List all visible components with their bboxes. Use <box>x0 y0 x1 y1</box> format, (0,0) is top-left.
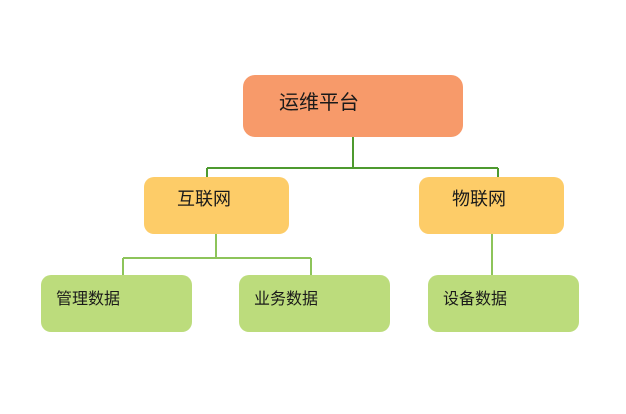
node-iot-label: 物联网 <box>452 189 506 210</box>
node-internet[interactable]: 互联网 <box>144 177 289 234</box>
node-device-data[interactable]: 设备数据 <box>428 275 579 332</box>
node-root[interactable]: 运维平台 <box>243 75 463 137</box>
edge-root-to-children <box>206 137 499 178</box>
node-manage-data[interactable]: 管理数据 <box>41 275 192 332</box>
node-internet-label: 互联网 <box>177 189 231 210</box>
node-manage-data-label: 管理数据 <box>56 289 121 308</box>
node-business-data[interactable]: 业务数据 <box>239 275 390 332</box>
edge-internet-to-children <box>122 234 312 276</box>
node-iot[interactable]: 物联网 <box>419 177 564 234</box>
node-root-label: 运维平台 <box>279 90 359 114</box>
node-business-data-label: 业务数据 <box>254 289 319 308</box>
node-device-data-label: 设备数据 <box>443 289 508 308</box>
